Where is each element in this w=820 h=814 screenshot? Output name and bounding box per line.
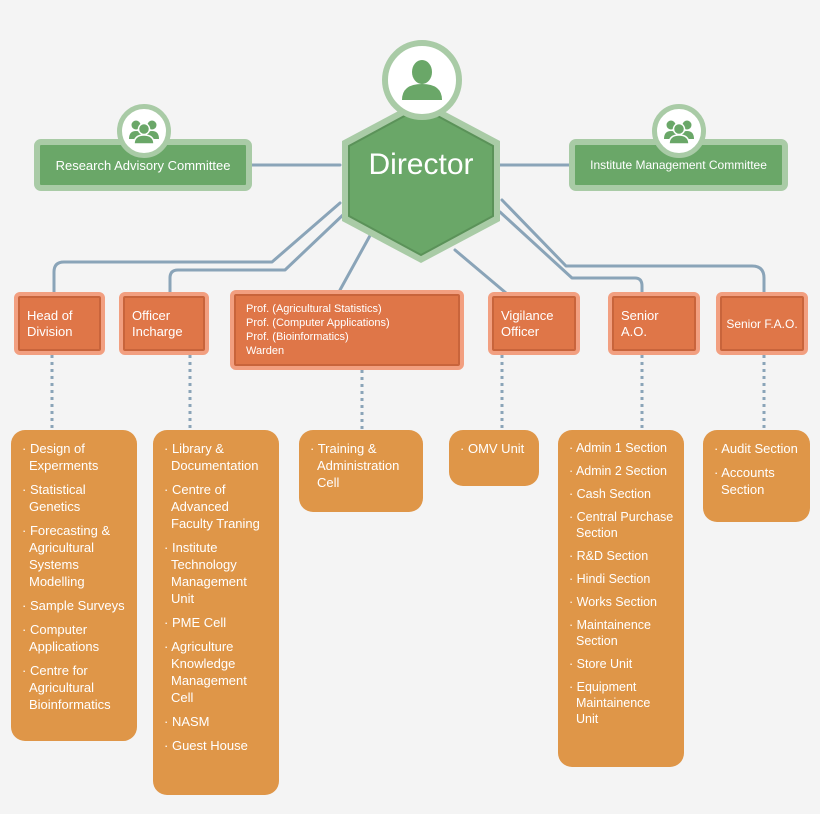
role-label: Division [27, 323, 73, 339]
list-item: Training & Administration Cell [310, 440, 413, 491]
unit-list: Training & Administration Cell [310, 440, 413, 491]
list-item: Store Unit [569, 656, 674, 672]
role-label: Prof. (Agricultural Statistics) [246, 303, 382, 315]
role-label: Senior F.A.O. [726, 316, 798, 331]
unit-list: Admin 1 Section Admin 2 Section Cash Sec… [569, 440, 674, 727]
connector-director-senior-ao [498, 210, 644, 295]
units-admin-sections: Admin 1 Section Admin 2 Section Cash Sec… [558, 430, 684, 767]
list-item: Admin 2 Section [569, 463, 674, 479]
units-training: Training & Administration Cell [299, 430, 423, 512]
units-officer: Library & Documentation Centre of Advanc… [153, 430, 279, 795]
connector-director-officer-incharge [168, 211, 347, 295]
role-label: Senior A.O. [621, 307, 659, 339]
units-omv: OMV Unit [449, 430, 539, 486]
group-icon [652, 104, 706, 158]
research-advisory-committee-label: Research Advisory Committee [55, 157, 231, 173]
list-item: Guest House [164, 737, 269, 754]
institute-management-committee: Institute Management Committee [569, 139, 788, 191]
units-finance-sections: Audit Section Accounts Section [703, 430, 810, 522]
role-vigilance-officer: Vigilance Officer [488, 292, 580, 355]
list-item: NASM [164, 713, 269, 730]
connector-director-senior-fao [500, 198, 766, 295]
role-label: Head of [27, 307, 73, 323]
list-item: Accounts Section [714, 464, 800, 498]
list-item: Agriculture Knowledge Management Cell [164, 638, 269, 706]
group-icon [117, 104, 171, 158]
connector-director-vigilance [453, 248, 508, 295]
role-label: Warden [246, 345, 285, 357]
list-item: Hindi Section [569, 571, 674, 587]
role-professors: Prof. (Agricultural Statistics) Prof. (C… [230, 290, 464, 370]
list-item: Computer Applications [22, 621, 127, 655]
unit-list: Library & Documentation Centre of Advanc… [164, 440, 269, 754]
list-item: OMV Unit [460, 440, 529, 457]
list-item: Statistical Genetics [22, 481, 127, 515]
list-item: Works Section [569, 594, 674, 610]
role-label: Vigilance [501, 307, 554, 323]
institute-management-committee-label: Institute Management Committee [590, 158, 767, 172]
role-label: Prof. (Bioinformatics) [246, 331, 349, 343]
connector-director-professors [338, 230, 374, 292]
list-item: Centre for Agricultural Bioinformatics [22, 662, 127, 713]
role-label: Incharge [132, 323, 183, 339]
list-item: Forecasting & Agricultural Systems Model… [22, 522, 127, 590]
person-icon [382, 40, 462, 120]
role-officer-incharge: Officer Incharge [119, 292, 209, 355]
list-item: Institute Technology Management Unit [164, 539, 269, 607]
role-senior-fao: Senior F.A.O. [716, 292, 808, 355]
list-item: Audit Section [714, 440, 800, 457]
role-head-of-division: Head of Division [14, 292, 105, 355]
list-item: Equipment Maintainence Unit [569, 679, 674, 727]
role-label: Prof. (Computer Applications) [246, 317, 390, 329]
list-item: Design of Experments [22, 440, 127, 474]
list-item: Library & Documentation [164, 440, 269, 474]
unit-list: Audit Section Accounts Section [714, 440, 800, 498]
list-item: Maintainence Section [569, 617, 674, 649]
list-item: Central Purchase Section [569, 509, 674, 541]
connector-director-head-of-division [52, 201, 342, 295]
role-senior-ao: Senior A.O. [608, 292, 700, 355]
role-label: Officer [132, 307, 171, 323]
role-label: Officer [501, 323, 540, 339]
director-node: Director [336, 95, 506, 267]
units-divisions: Design of Experments Statistical Genetic… [11, 430, 137, 741]
unit-list: Design of Experments Statistical Genetic… [22, 440, 127, 713]
list-item: Cash Section [569, 486, 674, 502]
list-item: Sample Surveys [22, 597, 127, 614]
list-item: PME Cell [164, 614, 269, 631]
list-item: Centre of Advanced Faculty Traning [164, 481, 269, 532]
unit-list: OMV Unit [460, 440, 529, 457]
list-item: Admin 1 Section [569, 440, 674, 456]
list-item: R&D Section [569, 548, 674, 564]
